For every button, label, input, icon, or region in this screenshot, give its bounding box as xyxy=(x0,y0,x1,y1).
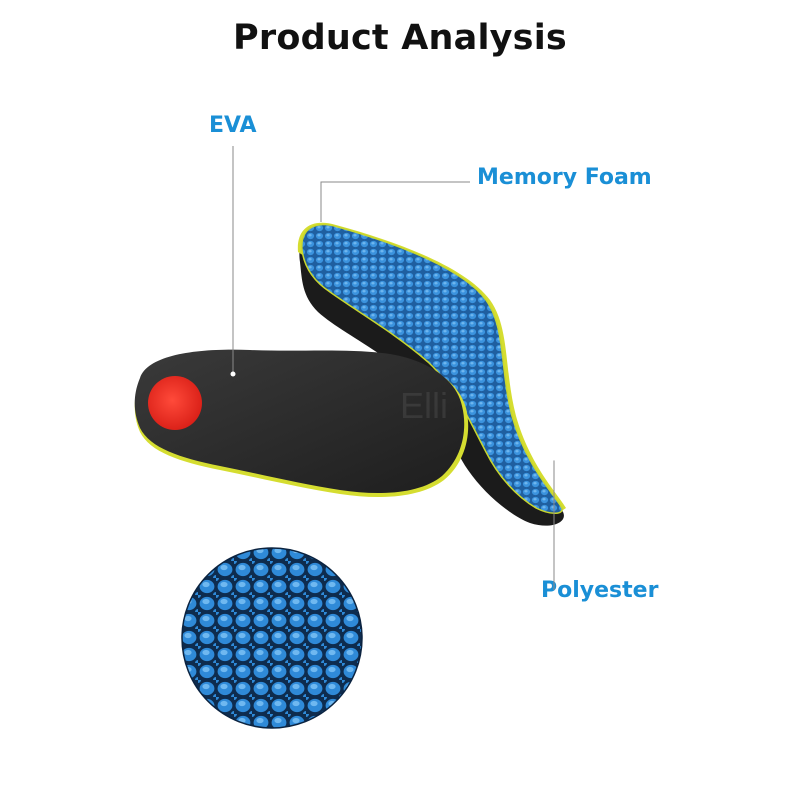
mesh-closeup xyxy=(181,547,363,729)
watermark: Elli xyxy=(400,385,448,426)
polyester-label: Polyester xyxy=(541,578,659,603)
page-title: Product Analysis xyxy=(233,18,567,58)
eva-label: EVA xyxy=(209,113,257,138)
memory-foam-label: Memory Foam xyxy=(477,165,652,190)
leader-lines xyxy=(232,146,555,590)
heel-pad xyxy=(148,376,202,430)
black-insole: Elli xyxy=(134,349,469,498)
memory-foam-leader-line xyxy=(320,181,470,222)
polyester-marker-dot xyxy=(551,455,557,461)
eva-marker-dot xyxy=(230,371,236,377)
